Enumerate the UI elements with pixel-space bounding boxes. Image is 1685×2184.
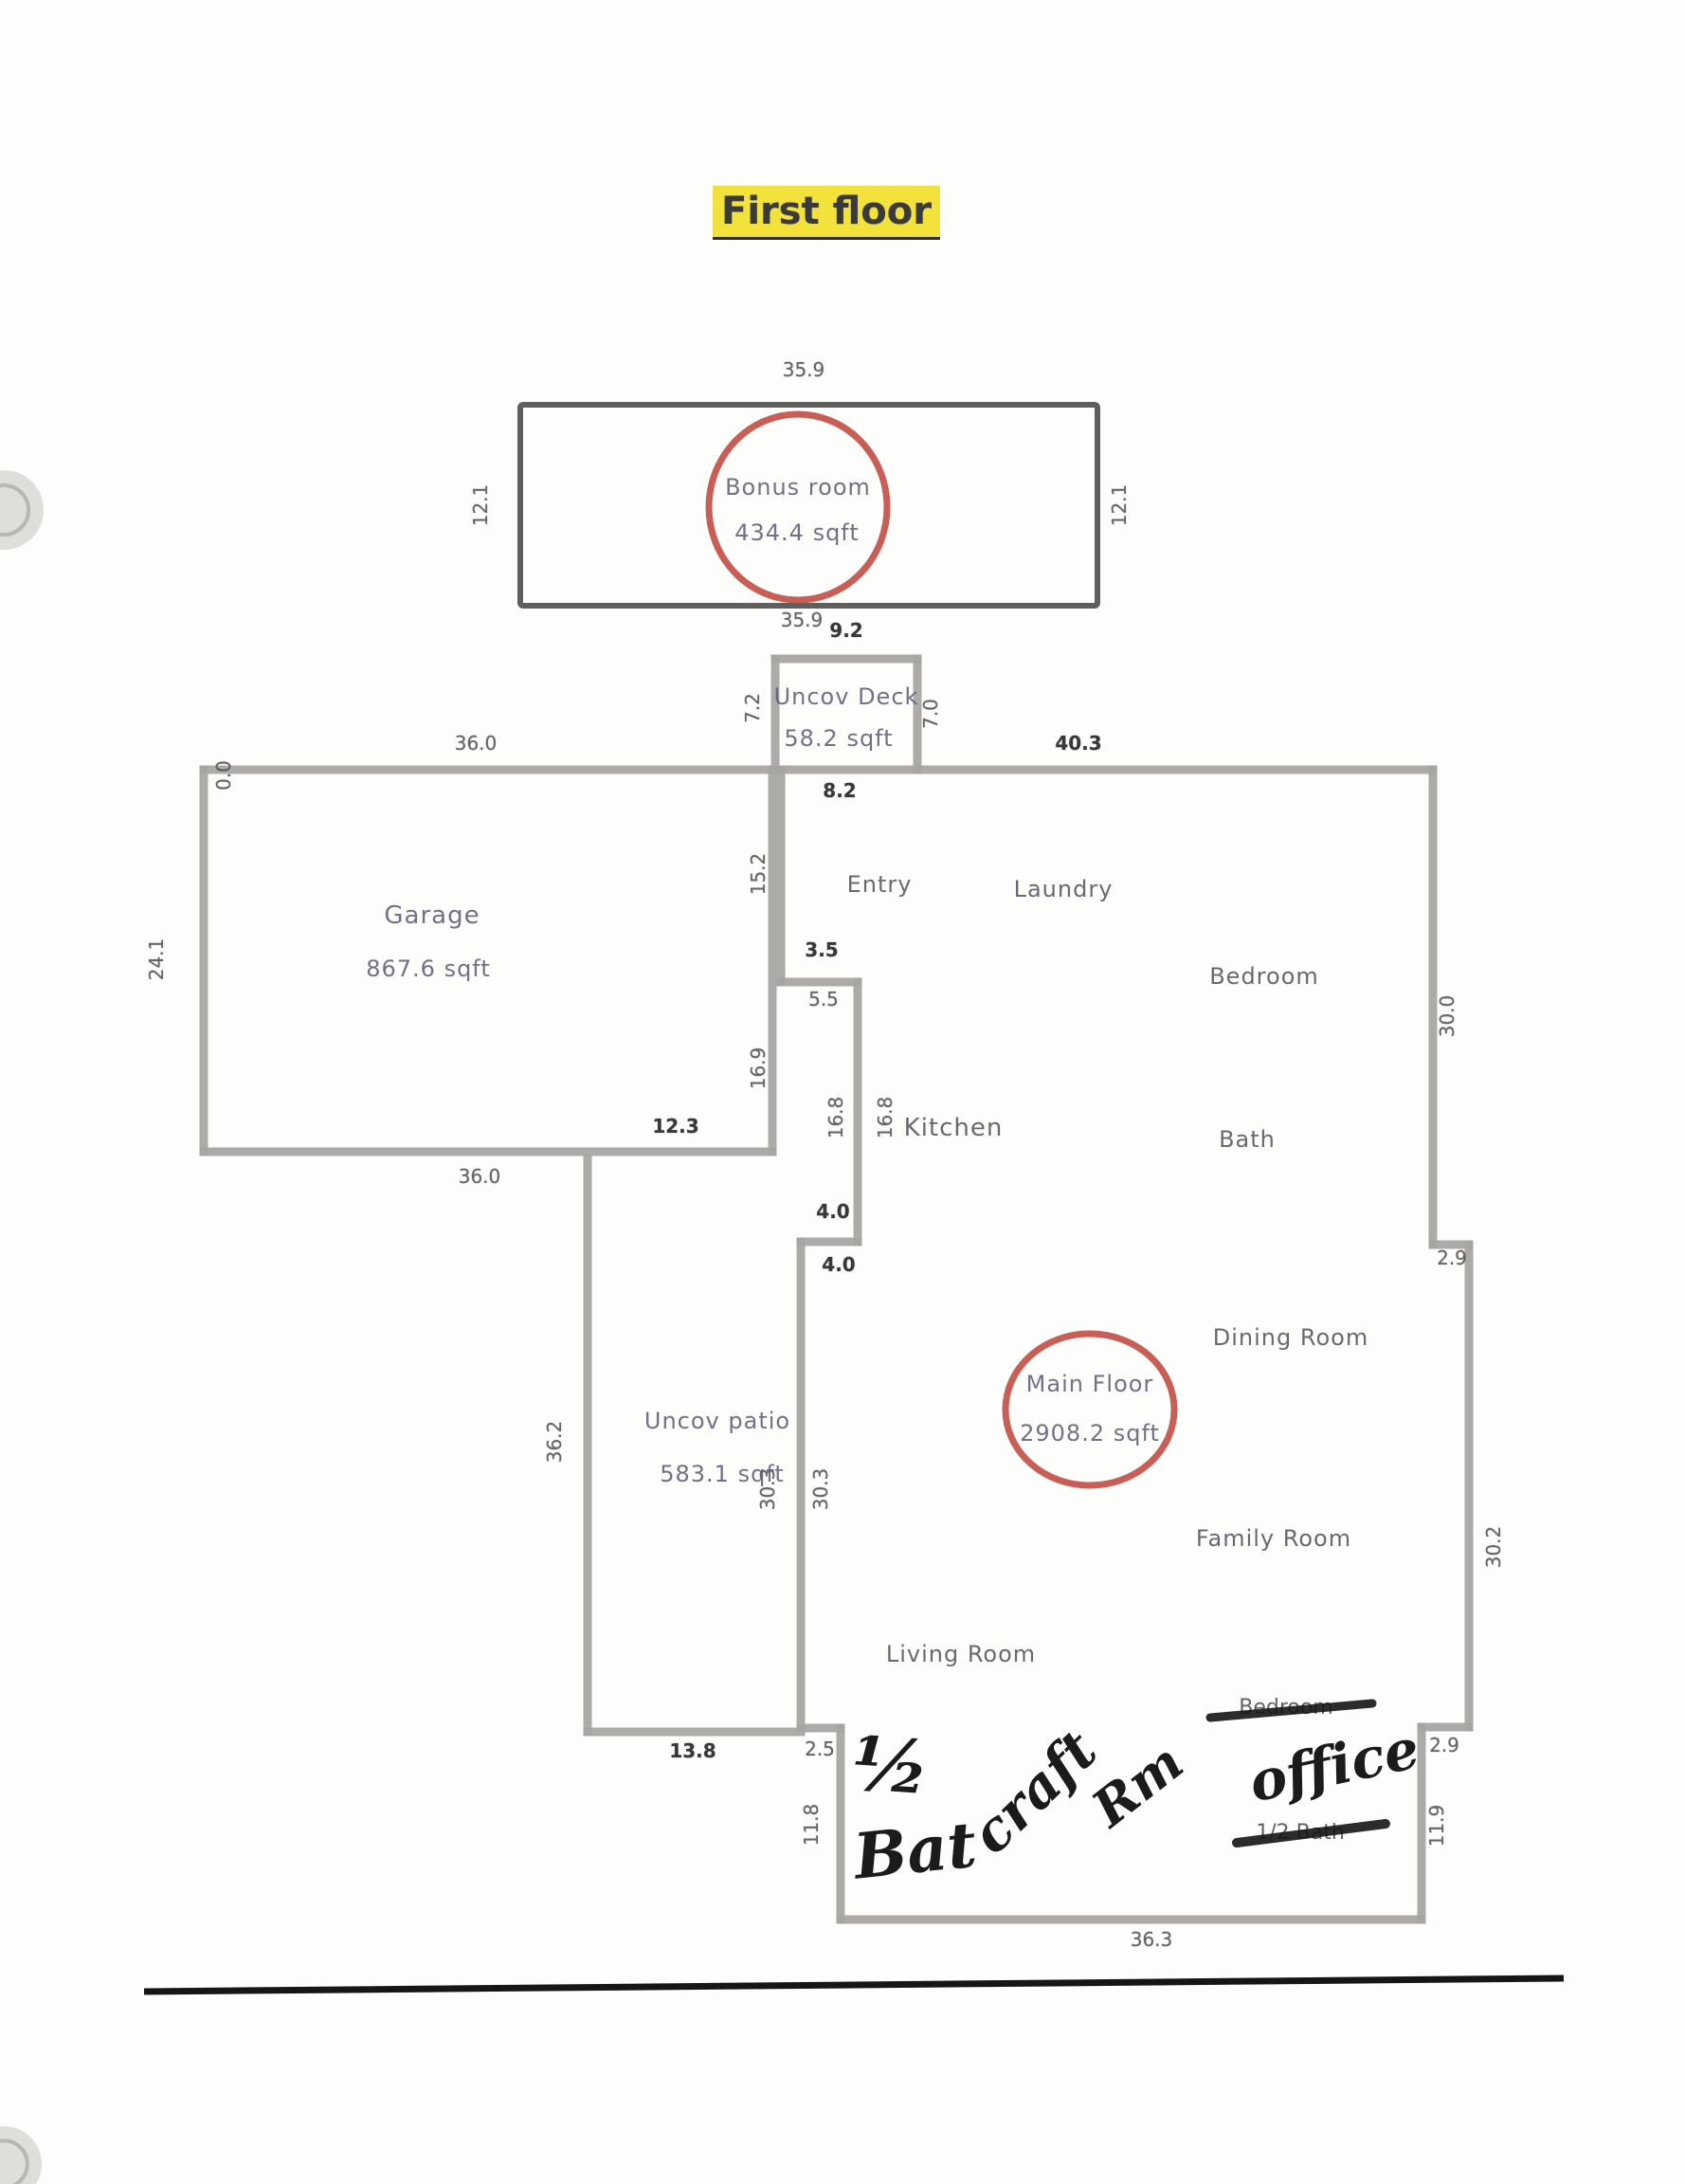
dimension-label: 16.8: [874, 1097, 897, 1139]
room-label: Uncov patio: [644, 1408, 790, 1434]
dimension-label: 35.9: [781, 609, 824, 631]
room-label: 867.6 sqft: [366, 956, 491, 982]
room-label: Entry: [847, 871, 913, 898]
dimension-label: 30.3: [756, 1468, 779, 1511]
room-label: 434.4 sqft: [734, 519, 860, 546]
dimension-label: 36.0: [455, 732, 498, 755]
strikethrough-mark: [1232, 1819, 1390, 1847]
room-label: 2908.2 sqft: [1020, 1420, 1160, 1447]
dimension-label: 30.3: [809, 1468, 832, 1511]
dimension-label: 36.0: [459, 1165, 501, 1188]
room-label: Family Room: [1196, 1525, 1351, 1552]
dimension-label: 36.3: [1131, 1928, 1173, 1951]
dimension-label: 5.5: [808, 988, 839, 1010]
dimension-label: 13.8: [669, 1739, 716, 1762]
room-label: Bonus room: [725, 474, 871, 500]
dimension-label: 12.1: [1108, 484, 1131, 527]
dimension-label: 0.0: [212, 760, 235, 791]
dimension-label: 2.9: [1437, 1247, 1467, 1269]
room-label: Main Floor: [1026, 1371, 1154, 1397]
dimension-label: 15.2: [747, 853, 770, 896]
room-label: Living Room: [886, 1641, 1036, 1667]
edge-watermark-logo: [0, 2126, 42, 2184]
strikethrough-mark: [1205, 1699, 1377, 1722]
dimension-label: 3.5: [805, 938, 838, 961]
handwritten-annotation: ½: [849, 1720, 933, 1811]
edge-watermark-logo: [0, 470, 44, 550]
room-label: 58.2 sqft: [784, 725, 893, 752]
red-marker-circle: [705, 410, 891, 604]
room-label: Garage: [384, 901, 480, 930]
dimension-label: 7.0: [919, 699, 942, 729]
edge-watermark-logo-ring: [0, 2138, 29, 2184]
dimension-label: 4.0: [816, 1200, 849, 1223]
dimension-label: 4.0: [822, 1253, 855, 1276]
page-title-highlight: First floor: [713, 186, 940, 237]
dimension-label: 24.1: [145, 938, 168, 981]
dimension-label: 12.1: [469, 484, 492, 527]
dimension-label: 40.3: [1055, 732, 1101, 755]
scan-artifact-line: [143, 1975, 1565, 1995]
handwritten-annotation: office: [1243, 1716, 1424, 1814]
room-label: Bath: [1219, 1126, 1276, 1153]
handwritten-annotation: Rm: [1079, 1731, 1194, 1839]
dimension-label: 12.3: [652, 1115, 698, 1138]
page-title: First floor: [721, 190, 932, 233]
dimension-label: 35.9: [783, 358, 825, 381]
dimension-label: 11.9: [1425, 1805, 1448, 1847]
dimension-label: 16.8: [824, 1097, 847, 1139]
dimension-label: 9.2: [829, 619, 862, 642]
room-label: Kitchen: [904, 1114, 1004, 1142]
dimension-label: 2.5: [805, 1738, 835, 1760]
edge-watermark-logo-ring: [0, 482, 31, 537]
room-label: Dining Room: [1213, 1324, 1368, 1351]
red-marker-circle: [1002, 1330, 1178, 1489]
dimension-label: 7.2: [741, 693, 764, 723]
room-label: 583.1 sqft: [660, 1461, 785, 1487]
dimension-label: 30.0: [1436, 995, 1459, 1038]
dimension-label: 8.2: [823, 779, 856, 802]
dimension-label: 11.8: [800, 1804, 823, 1847]
bonus-room-outline: [517, 402, 1100, 609]
dimension-label: 2.9: [1429, 1734, 1459, 1756]
dimension-label: 16.9: [747, 1047, 770, 1090]
dimension-label: 30.2: [1482, 1526, 1505, 1569]
room-label: Bedroom: [1209, 963, 1319, 990]
dimension-label: 36.2: [543, 1421, 566, 1464]
room-label: Uncov Deck: [774, 683, 919, 710]
handwritten-annotation: Bat: [848, 1808, 979, 1894]
room-label: Laundry: [1014, 876, 1114, 902]
